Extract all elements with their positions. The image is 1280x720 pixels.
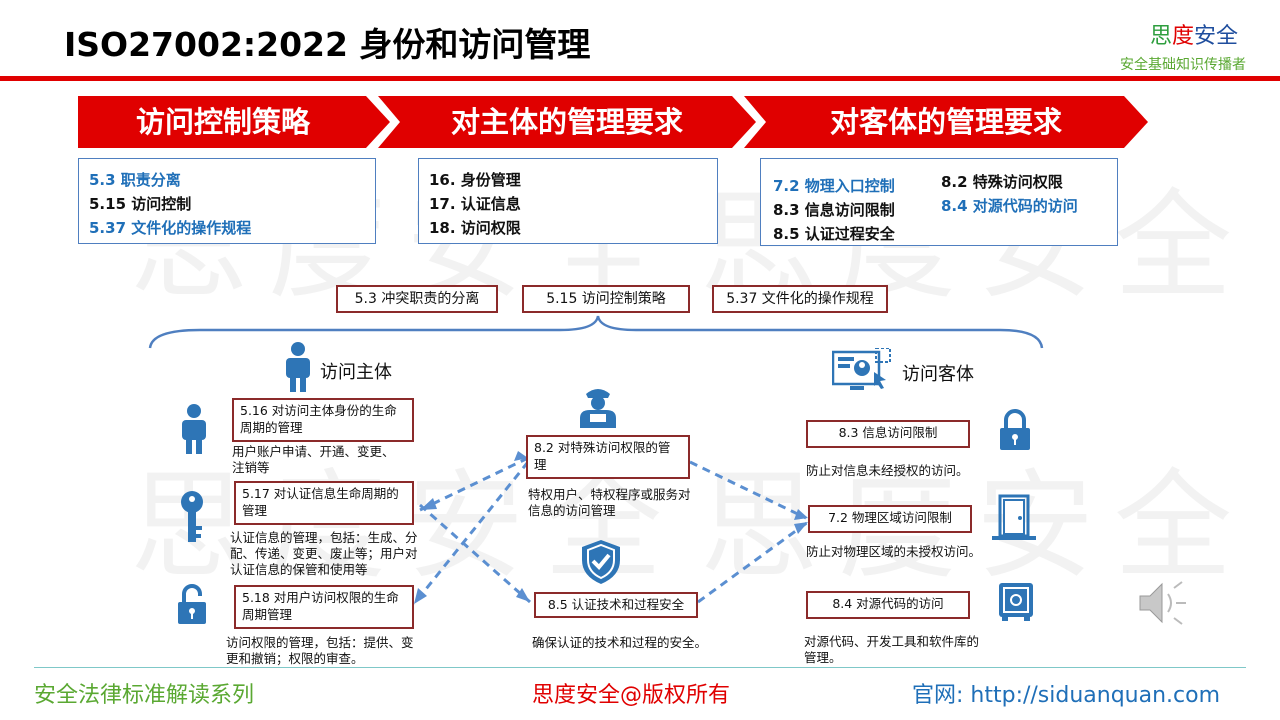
node-8-2: 8.2 对特殊访问权限的管理 bbox=[526, 435, 690, 479]
header-divider bbox=[0, 76, 1280, 81]
brand-tagline: 安全基础知识传播者 bbox=[1120, 57, 1246, 73]
object-box: 7.2 物理入口控制 8.3 信息访问限制 8.5 认证过程安全 8.2 特殊访… bbox=[760, 158, 1118, 246]
policy-item: 5.37 文件化的操作规程 bbox=[89, 219, 252, 237]
node-8-5: 8.5 认证技术和过程安全 bbox=[534, 592, 698, 618]
object-item: 7.2 物理入口控制 bbox=[773, 177, 895, 195]
brand-part3: 安全 bbox=[1194, 24, 1239, 49]
footer-copyright: 思度安全@版权所有 bbox=[532, 683, 731, 708]
banner-subject: 对主体的管理要求 bbox=[378, 96, 756, 148]
node-5-16-desc: 用户账户申请、开通、变更、注销等 bbox=[232, 444, 395, 475]
banner-object: 对客体的管理要求 bbox=[744, 96, 1148, 148]
door-icon bbox=[992, 494, 1036, 540]
node-8-2-desc: 特权用户、特权程序或服务对信息的访问管理 bbox=[528, 487, 691, 518]
person-icon bbox=[286, 342, 310, 392]
brand-logo: 思度安全 bbox=[1150, 18, 1238, 50]
node-7-2-desc: 防止对物理区域的未授权访问。 bbox=[806, 544, 982, 559]
control-5-37: 5.37 文件化的操作规程 bbox=[712, 285, 888, 313]
policy-item: 5.3 职责分离 bbox=[89, 171, 181, 189]
footer-series: 安全法律标准解读系列 bbox=[34, 683, 255, 708]
brand-part2: 度 bbox=[1172, 24, 1195, 49]
node-5-17-desc: 认证信息的管理，包括：生成、分配、传递、变更、废止等；用户对认证信息的保管和使用… bbox=[230, 530, 418, 577]
node-5-18-desc: 访问权限的管理，包括：提供、变更和撤销；权限的审查。 bbox=[226, 635, 414, 666]
page-title: ISO27002:2022 身份和访问管理 bbox=[64, 25, 591, 64]
node-8-5-desc: 确保认证的技术和过程的安全。 bbox=[532, 635, 708, 650]
node-8-4-desc: 对源代码、开发工具和软件库的管理。 bbox=[804, 634, 980, 665]
key-icon bbox=[181, 491, 203, 542]
node-8-4: 8.4 对源代码的访问 bbox=[806, 591, 970, 619]
node-8-3-desc: 防止对信息未经授权的访问。 bbox=[806, 463, 969, 478]
speaker-icon[interactable] bbox=[1136, 580, 1190, 626]
subject-item: 17. 认证信息 bbox=[429, 195, 521, 213]
banner-subject-label: 对主体的管理要求 bbox=[450, 105, 683, 139]
banner-access-policy: 访问控制策略 bbox=[78, 96, 390, 148]
object-label: 访问客体 bbox=[902, 364, 974, 385]
node-8-3: 8.3 信息访问限制 bbox=[806, 420, 970, 448]
subject-label: 访问主体 bbox=[320, 362, 392, 383]
object-item: 8.3 信息访问限制 bbox=[773, 201, 895, 219]
subject-box: 16. 身份管理 17. 认证信息 18. 访问权限 bbox=[418, 158, 718, 244]
node-5-17: 5.17 对认证信息生命周期的管理 bbox=[234, 481, 414, 525]
banner-access-policy-label: 访问控制策略 bbox=[135, 105, 310, 139]
footer-website[interactable]: 官网: http://siduanquan.com bbox=[912, 683, 1221, 708]
node-5-18: 5.18 对用户访问权限的生命周期管理 bbox=[234, 585, 414, 629]
object-item: 8.2 特殊访问权限 bbox=[941, 173, 1063, 191]
node-5-16: 5.16 对访问主体身份的生命周期的管理 bbox=[232, 398, 414, 442]
object-item: 8.5 认证过程安全 bbox=[773, 225, 895, 243]
node-7-2: 7.2 物理区域访问限制 bbox=[808, 505, 972, 533]
safe-icon bbox=[999, 583, 1033, 621]
policy-item: 5.15 访问控制 bbox=[89, 195, 192, 213]
subject-item: 18. 访问权限 bbox=[429, 219, 521, 237]
watermark-bottom: 思度安全 bbox=[130, 457, 683, 595]
policy-box: 5.3 职责分离 5.15 访问控制 5.37 文件化的操作规程 bbox=[78, 158, 376, 244]
footer-divider bbox=[34, 667, 1246, 668]
control-5-15: 5.15 访问控制策略 bbox=[522, 285, 690, 313]
shield-check-icon bbox=[582, 540, 620, 584]
subject-item: 16. 身份管理 bbox=[429, 171, 521, 189]
control-5-3: 5.3 冲突职责的分离 bbox=[336, 285, 498, 313]
computer-user-icon bbox=[832, 348, 891, 390]
user-icon bbox=[182, 404, 206, 454]
admin-icon bbox=[580, 389, 616, 428]
unlock-icon bbox=[178, 584, 206, 624]
lock-icon bbox=[1000, 409, 1030, 450]
object-item: 8.4 对源代码的访问 bbox=[941, 197, 1078, 215]
brand-part1: 思 bbox=[1150, 24, 1173, 49]
banner-object-label: 对客体的管理要求 bbox=[829, 105, 1062, 139]
